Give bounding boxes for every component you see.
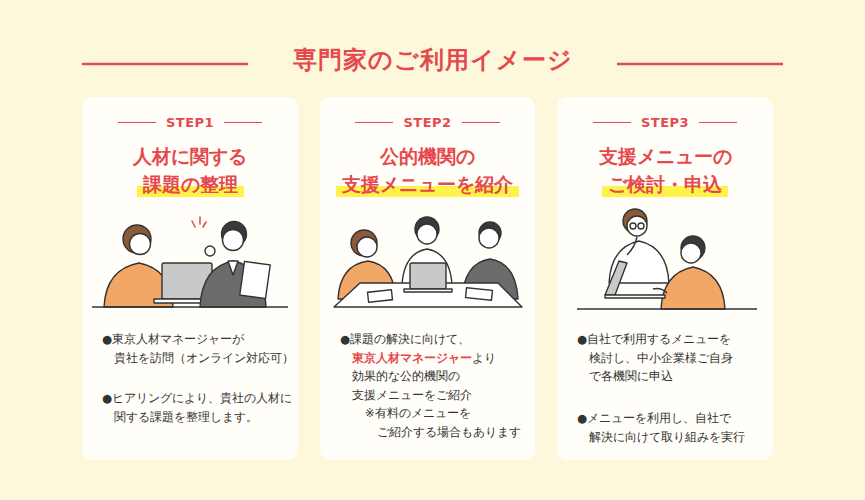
- illustration-shape: [368, 290, 393, 302]
- title-rule: [617, 63, 783, 66]
- meeting-illustration: [557, 203, 773, 315]
- illustration-shape: [205, 246, 215, 256]
- step-label: STEP1: [166, 115, 214, 130]
- title-rule: [82, 63, 248, 66]
- illustration-shape: [223, 230, 244, 251]
- illustration-shape: [357, 237, 377, 257]
- illustration-shape: [351, 230, 377, 256]
- step-heading: 人材に関する: [133, 145, 247, 167]
- step-heading: 公的機関の: [380, 145, 475, 167]
- step-label: STEP3: [641, 115, 689, 130]
- meeting-illustration: [320, 203, 535, 315]
- step-heading-block: 公的機関の: [320, 143, 535, 169]
- step-heading-block: ご検討・申込: [557, 171, 773, 197]
- illustration-shape: [404, 289, 452, 292]
- step-label-block: STEP3: [557, 115, 773, 130]
- illustration-shape: [417, 224, 437, 244]
- meeting-illustration: [82, 203, 298, 315]
- step-heading-block: 課題の整理: [82, 171, 298, 197]
- illustration-shape: [681, 243, 701, 263]
- bullet-text-block: ●ヒアリングにより、貴社の人材に 関する課題を整理します。: [102, 389, 294, 426]
- step-heading-block: 人材に関する: [82, 143, 298, 169]
- note-text: ※有料のメニューを ご紹介する場合もあります: [365, 406, 521, 439]
- step-heading-block: 支援メニューの: [557, 143, 773, 169]
- step-label-block: STEP2: [320, 115, 535, 130]
- illustration-shape: [199, 217, 201, 224]
- step-label-block: STEP1: [82, 115, 298, 130]
- step-heading: 課題の整理: [137, 171, 244, 197]
- bullet-text: ●自社で利用するメニューを 検討し、中小企業様ご自身 で各機関に申込: [577, 332, 733, 383]
- illustration-shape: [638, 223, 644, 229]
- bullet-text-block: ●自社で利用するメニューを 検討し、中小企業様ご自身 で各機関に申込: [577, 330, 769, 386]
- illustration-shape: [240, 261, 270, 298]
- illustration-shape: [334, 217, 522, 307]
- bullet-text: ●ヒアリングにより、貴社の人材に 関する課題を整理します。: [102, 391, 292, 424]
- illustration-shape: [92, 306, 288, 307]
- step-label: STEP2: [403, 115, 451, 130]
- illustration-shape: [577, 308, 757, 309]
- illustration-shape: [630, 223, 636, 229]
- illustration-shape: [627, 216, 647, 236]
- step-heading-block: 支援メニューを紹介: [320, 171, 535, 197]
- illustration-shape: [410, 263, 446, 289]
- note-text-block: ※有料のメニューを ご紹介する場合もあります: [365, 404, 531, 441]
- illustration-shape: [228, 261, 238, 275]
- step-heading: 支援メニューを紹介: [336, 171, 519, 197]
- bullet-text-block: ●メニューを利用し、自社で 解決に向けて取り組みを実行: [577, 409, 769, 446]
- bullet-text-block: ●東京人材マネージャーが 貴社を訪問（オンライン対応可）: [102, 330, 294, 367]
- step-heading: 支援メニューの: [599, 145, 732, 167]
- diagram-title: 専門家のご利用イメージ: [0, 44, 865, 76]
- bullet-text-block: ●課題の解決に向けて、東京人材マネージャーより 効果的な公的機関の 支援メニュー…: [340, 330, 531, 404]
- illustration-shape: [466, 288, 493, 301]
- bullet-text: ●東京人材マネージャーが 貴社を訪問（オンライン対応可）: [102, 332, 294, 365]
- illustration-shape: [130, 234, 151, 255]
- bullet-text: ●メニューを利用し、自社で 解決に向けて取り組みを実行: [577, 411, 745, 444]
- illustration-shape: [605, 295, 665, 298]
- illustration-shape: [479, 228, 499, 248]
- bullet-text: ●課題の解決に向けて、: [340, 332, 470, 346]
- step-heading: ご検討・申込: [602, 171, 728, 197]
- highlight-text: 東京人材マネージャー: [352, 351, 472, 365]
